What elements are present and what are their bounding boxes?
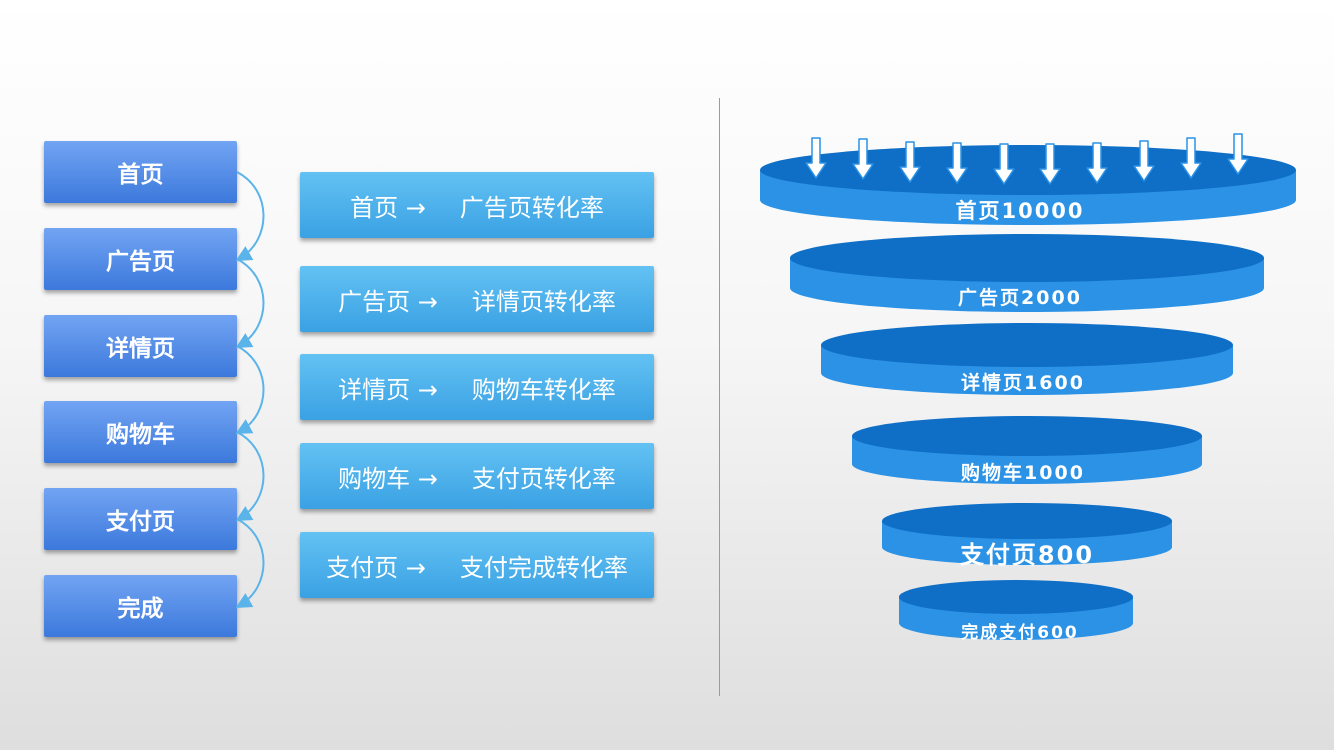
rate-detail-to-cart: 详情页 → 购物车转化率 — [300, 354, 654, 420]
step-cart: 购物车 — [44, 401, 237, 463]
rate-from-label: 详情页 → — [338, 375, 438, 404]
funnel-label: 完成支付600 — [961, 622, 1079, 643]
step-complete: 完成 — [44, 575, 237, 637]
funnel-diagram: 首页10000 广告页2000 详情页1600 购物车1000 支付页800 完… — [760, 133, 1296, 643]
rate-from-label: 购物车 → — [338, 464, 438, 493]
down-arrow-icon — [946, 142, 968, 184]
connector-arrow — [235, 258, 265, 348]
down-arrow-icon — [1086, 142, 1108, 184]
rate-to-label: 广告页转化率 — [459, 193, 604, 222]
funnel-label: 广告页2000 — [958, 286, 1082, 309]
step-home: 首页 — [44, 141, 237, 203]
input-arrows — [805, 133, 1249, 185]
connector-arrow — [235, 171, 265, 261]
connector-arrow — [235, 431, 265, 521]
down-arrow-icon — [805, 137, 827, 179]
divider-line — [719, 98, 720, 696]
rate-to-label: 支付完成转化率 — [459, 553, 628, 582]
down-arrow-icon — [1133, 140, 1155, 182]
rate-from-label: 广告页 → — [338, 287, 438, 316]
funnel-label: 支付页800 — [960, 541, 1094, 569]
funnel-layer-cart: 购物车1000 — [852, 416, 1202, 484]
rate-home-to-ad: 首页 → 广告页转化率 — [300, 172, 654, 238]
funnel-label: 首页10000 — [955, 199, 1084, 223]
funnel-layer-detail: 详情页1600 — [821, 323, 1233, 395]
rate-to-label: 购物车转化率 — [471, 375, 616, 404]
funnel-label: 购物车1000 — [961, 461, 1085, 484]
rate-from-label: 支付页 → — [326, 553, 426, 582]
funnel-layer-payment: 支付页800 — [882, 503, 1172, 569]
down-arrow-icon — [993, 143, 1015, 185]
rate-payment-to-complete: 支付页 → 支付完成转化率 — [300, 532, 654, 598]
step-connectors — [235, 171, 265, 608]
down-arrow-icon — [1180, 137, 1202, 179]
rate-to-label: 详情页转化率 — [471, 287, 616, 316]
funnel-label: 详情页1600 — [961, 371, 1085, 394]
rate-ad-to-detail: 广告页 → 详情页转化率 — [300, 266, 654, 332]
down-arrow-icon — [899, 141, 921, 183]
rate-cart-to-payment: 购物车 → 支付页转化率 — [300, 443, 654, 509]
down-arrow-icon — [852, 138, 874, 180]
step-detail-page: 详情页 — [44, 315, 237, 377]
funnel-layer-ad: 广告页2000 — [790, 234, 1264, 312]
down-arrow-icon — [1227, 133, 1249, 175]
step-ad-page: 广告页 — [44, 228, 237, 290]
funnel-layer-home: 首页10000 — [760, 145, 1296, 225]
funnel-layer-complete: 完成支付600 — [899, 580, 1133, 643]
connector-arrow — [235, 518, 265, 608]
rate-from-label: 首页 → — [350, 193, 426, 222]
connector-arrow — [235, 345, 265, 434]
rate-to-label: 支付页转化率 — [471, 464, 616, 493]
step-payment-page: 支付页 — [44, 488, 237, 550]
down-arrow-icon — [1039, 143, 1061, 185]
